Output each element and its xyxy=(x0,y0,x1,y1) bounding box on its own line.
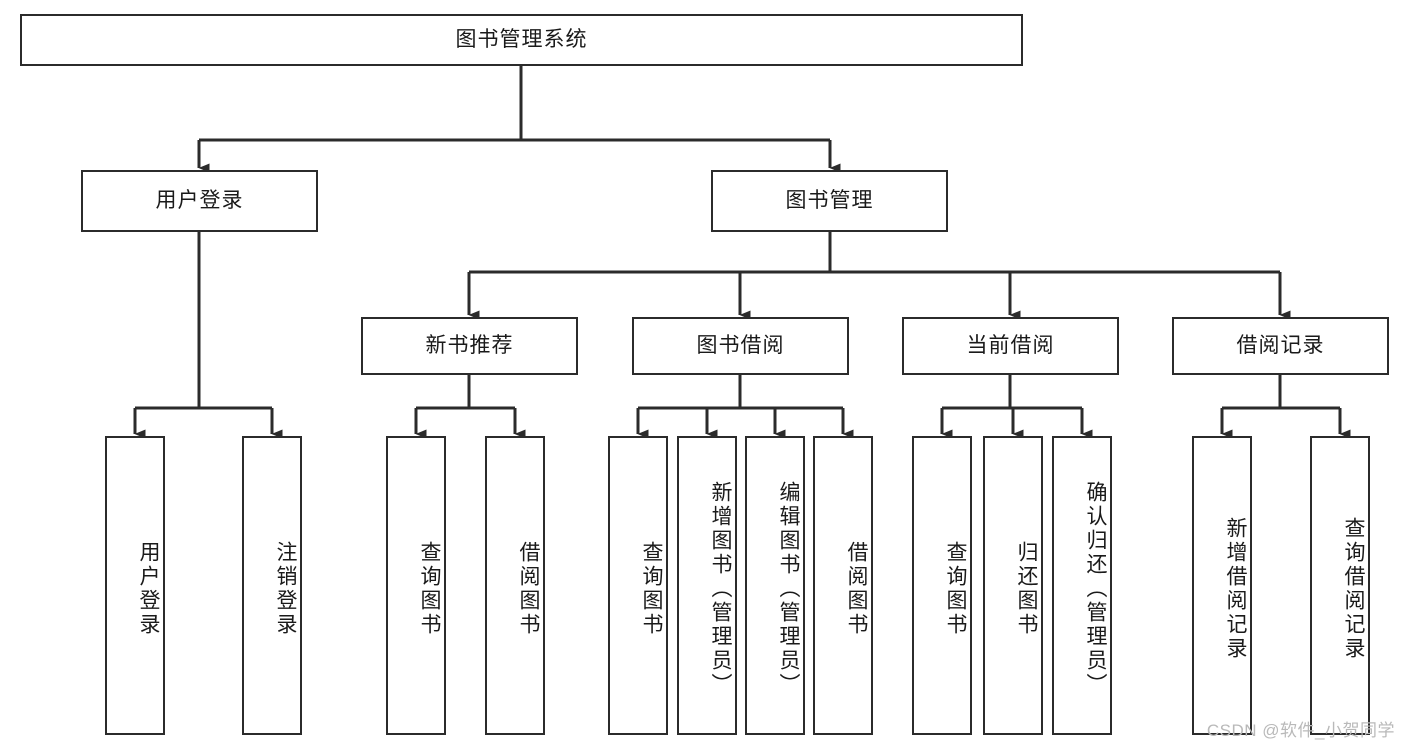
node-leaf-borrow-book[interactable]: 借阅图书 xyxy=(813,436,873,735)
node-leaf-edit-book[interactable]: 编辑图书（管理员） xyxy=(745,436,805,735)
node-leaf-add-book[interactable]: 新增图书（管理员） xyxy=(677,436,737,735)
node-borrow-record[interactable]: 借阅记录 xyxy=(1172,317,1389,375)
node-leaf-borrow-book-rec-label: 借阅图书 xyxy=(517,540,540,637)
node-leaf-user-login-label: 用户登录 xyxy=(137,540,160,637)
node-leaf-add-record-label: 新增借阅记录 xyxy=(1224,516,1247,661)
node-user-login-label: 用户登录 xyxy=(155,189,244,213)
connector-newbook-to-leaves xyxy=(414,375,526,439)
node-leaf-user-logout-label: 注销登录 xyxy=(274,540,297,637)
node-leaf-borrow-book-rec[interactable]: 借阅图书 xyxy=(485,436,545,735)
node-leaf-edit-book-label: 编辑图书（管理员） xyxy=(777,480,800,697)
node-user-login[interactable]: 用户登录 xyxy=(81,170,318,232)
node-new-book-recommend[interactable]: 新书推荐 xyxy=(361,317,578,375)
connector-currentborrow-to-leaves xyxy=(940,375,1093,439)
node-leaf-query-record-label: 查询借阅记录 xyxy=(1342,516,1365,661)
node-book-manage-label: 图书管理 xyxy=(785,189,874,213)
connector-bookmanage-to-level3 xyxy=(467,232,1291,320)
connector-bookborrow-to-leaves xyxy=(636,375,854,439)
node-leaf-add-record[interactable]: 新增借阅记录 xyxy=(1192,436,1252,735)
node-new-book-recommend-label: 新书推荐 xyxy=(425,334,514,358)
node-current-borrow[interactable]: 当前借阅 xyxy=(902,317,1119,375)
node-leaf-query-book-cur[interactable]: 查询图书 xyxy=(912,436,972,735)
node-book-borrow-label: 图书借阅 xyxy=(696,334,785,358)
node-leaf-query-book-rec-label: 查询图书 xyxy=(418,540,441,637)
node-root-system[interactable]: 图书管理系统 xyxy=(20,14,1023,66)
node-book-borrow[interactable]: 图书借阅 xyxy=(632,317,849,375)
node-leaf-borrow-book-label: 借阅图书 xyxy=(845,540,868,637)
node-leaf-query-book[interactable]: 查询图书 xyxy=(608,436,668,735)
connector-userlogin-to-leaves xyxy=(133,232,283,439)
node-leaf-add-book-label: 新增图书（管理员） xyxy=(709,480,732,697)
node-leaf-query-book-label: 查询图书 xyxy=(640,540,663,637)
node-leaf-return-book[interactable]: 归还图书 xyxy=(983,436,1043,735)
node-leaf-confirm-return-label: 确认归还（管理员） xyxy=(1084,480,1107,697)
node-leaf-return-book-label: 归还图书 xyxy=(1015,540,1038,637)
connector-borrowrecord-to-leaves xyxy=(1220,375,1351,439)
node-root-label: 图书管理系统 xyxy=(455,28,588,52)
node-leaf-query-record[interactable]: 查询借阅记录 xyxy=(1310,436,1370,735)
node-leaf-query-book-rec[interactable]: 查询图书 xyxy=(386,436,446,735)
node-leaf-confirm-return[interactable]: 确认归还（管理员） xyxy=(1052,436,1112,735)
node-leaf-query-book-cur-label: 查询图书 xyxy=(944,540,967,637)
connector-root-to-level2 xyxy=(197,66,841,173)
node-leaf-user-login[interactable]: 用户登录 xyxy=(105,436,165,735)
node-current-borrow-label: 当前借阅 xyxy=(966,334,1055,358)
node-borrow-record-label: 借阅记录 xyxy=(1236,334,1325,358)
node-leaf-user-logout[interactable]: 注销登录 xyxy=(242,436,302,735)
node-book-manage[interactable]: 图书管理 xyxy=(711,170,948,232)
